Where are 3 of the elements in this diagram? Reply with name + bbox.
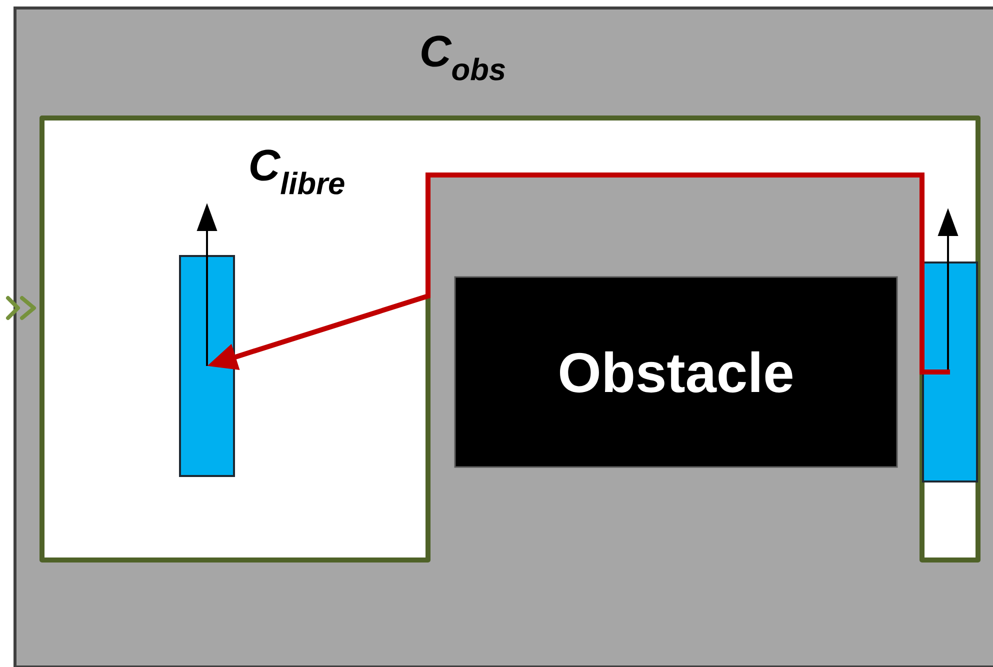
robot-box: [179, 255, 235, 477]
obstacle-box: Obstacle: [454, 276, 898, 468]
robot-box: [922, 262, 978, 482]
